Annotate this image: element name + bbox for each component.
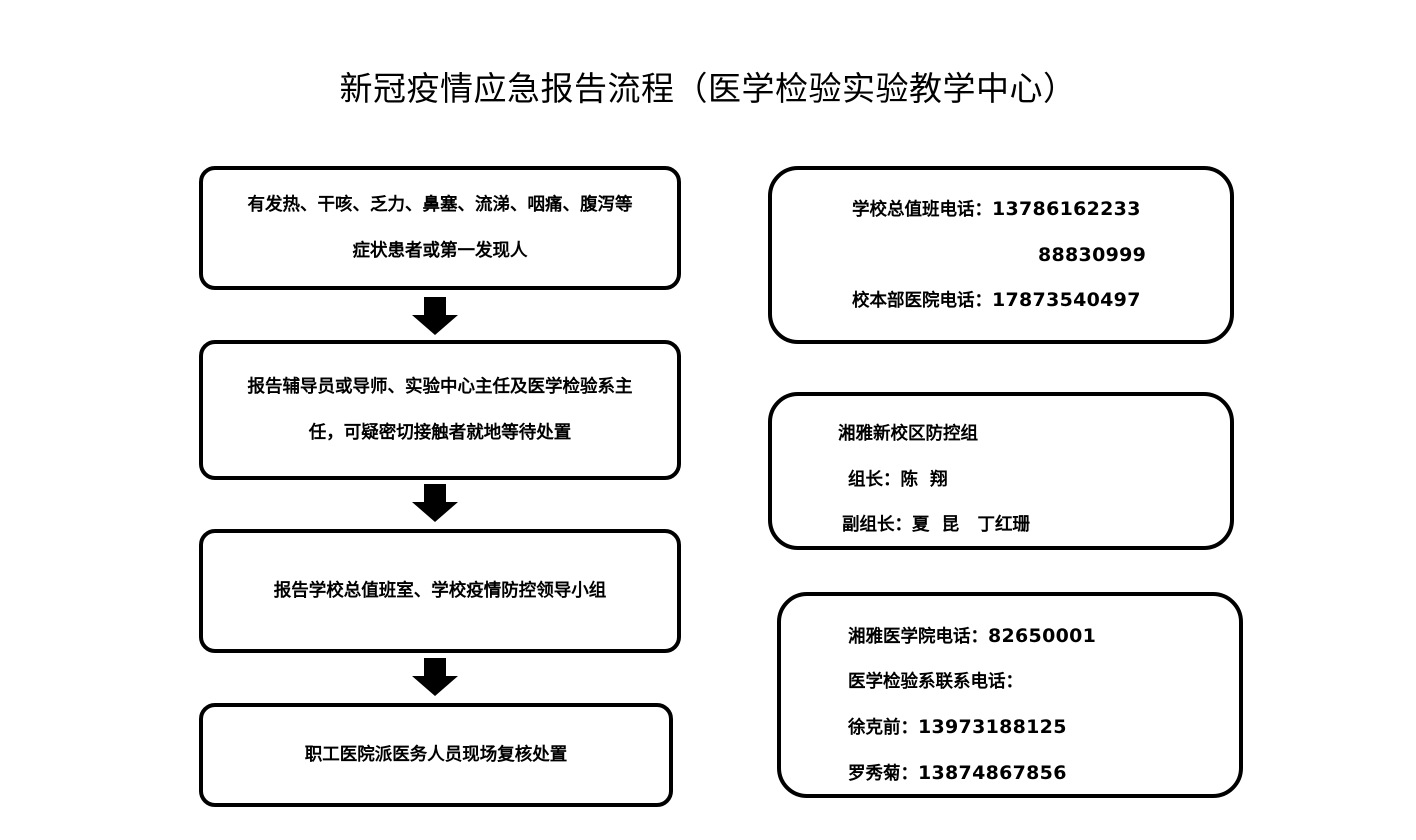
flow-step-2: 报告辅导员或导师、实验中心主任及医学检验系主 任，可疑密切接触者就地等待处置 <box>199 340 681 480</box>
person1-phone: 13973188125 <box>918 716 1067 738</box>
flow-step-3: 报告学校总值班室、学校疫情防控领导小组 <box>199 529 681 653</box>
flow-step-2-line-2: 任，可疑密切接触者就地等待处置 <box>308 423 572 443</box>
person1-row: 徐克前：13973188125 <box>848 714 1067 741</box>
flow-step-1-line-1: 有发热、干咳、乏力、鼻塞、流涕、咽痛、腹泻等 <box>247 195 633 215</box>
duty-phone-number-2: 88830999 <box>1038 244 1147 266</box>
group-deputies: 副组长：夏 昆 丁红珊 <box>842 515 1030 535</box>
person1-label: 徐克前： <box>848 718 918 738</box>
prevention-group-title: 湘雅新校区防控组 <box>838 424 978 444</box>
page-title: 新冠疫情应急报告流程（医学检验实验教学中心） <box>339 69 1077 108</box>
duty-phone-label: 学校总值班电话： <box>852 200 992 220</box>
college-contacts-box: 湘雅医学院电话：82650001 医学检验系联系电话： 徐克前：13973188… <box>777 592 1243 798</box>
down-arrow-icon <box>412 484 458 522</box>
school-contacts-box: 学校总值班电话：13786162233 88830999 校本部医院电话：178… <box>768 166 1234 344</box>
dept-phone-label: 医学检验系联系电话： <box>848 672 1023 692</box>
prevention-group-box: 湘雅新校区防控组 组长：陈 翔 副组长：夏 昆 丁红珊 <box>768 392 1234 550</box>
down-arrow-icon <box>412 658 458 696</box>
duty-phone-row-2: 88830999 <box>1038 242 1146 269</box>
flow-step-1: 有发热、干咳、乏力、鼻塞、流涕、咽痛、腹泻等 症状患者或第一发现人 <box>199 166 681 290</box>
group-leader: 组长：陈 翔 <box>848 470 948 490</box>
duty-phone-number: 13786162233 <box>992 198 1141 220</box>
college-phone-label: 湘雅医学院电话： <box>848 627 988 647</box>
college-phone-number: 82650001 <box>988 625 1097 647</box>
down-arrow-icon <box>412 297 458 335</box>
flow-step-3-line-1: 报告学校总值班室、学校疫情防控领导小组 <box>273 581 607 601</box>
duty-phone-row: 学校总值班电话：13786162233 <box>852 196 1141 223</box>
hospital-phone-number: 17873540497 <box>992 289 1141 311</box>
person2-row: 罗秀菊：13874867856 <box>848 760 1067 787</box>
hospital-phone-label: 校本部医院电话： <box>852 291 992 311</box>
person2-phone: 13874867856 <box>918 762 1067 784</box>
college-phone-row: 湘雅医学院电话：82650001 <box>848 623 1096 650</box>
flow-step-4: 职工医院派医务人员现场复核处置 <box>199 703 673 807</box>
flow-step-2-line-1: 报告辅导员或导师、实验中心主任及医学检验系主 <box>247 377 633 397</box>
flow-step-4-line-1: 职工医院派医务人员现场复核处置 <box>304 745 568 765</box>
flow-step-1-line-2: 症状患者或第一发现人 <box>352 241 528 261</box>
person2-label: 罗秀菊： <box>848 764 918 784</box>
hospital-phone-row: 校本部医院电话：17873540497 <box>852 287 1141 314</box>
